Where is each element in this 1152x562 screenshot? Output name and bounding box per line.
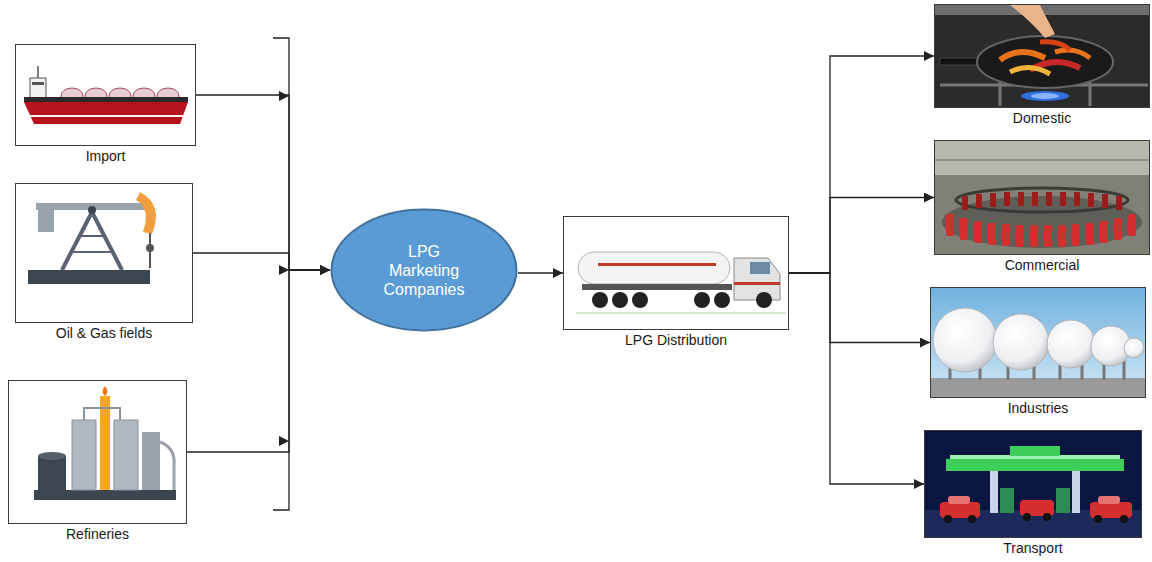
picture-frame — [934, 140, 1150, 255]
source-box: Oil & Gas fields — [15, 183, 193, 341]
storage-spheres-picture — [931, 288, 1145, 397]
picture-frame — [15, 183, 193, 323]
merge-bracket — [273, 38, 289, 510]
picture-frame — [934, 4, 1150, 108]
cooking-picture — [935, 5, 1149, 107]
consumer-box: Commercial — [934, 140, 1150, 273]
flow-arrow — [187, 270, 330, 452]
consumer-box: Transport — [924, 430, 1142, 556]
box-caption: Import — [11, 148, 200, 164]
box-caption: Commercial — [930, 257, 1152, 273]
flow-arrow — [193, 253, 330, 270]
circle-label: LPG Marketing Companies — [372, 242, 476, 299]
box-caption: Refineries — [4, 526, 191, 542]
ship-picture — [24, 66, 188, 124]
company-circle: LPG Marketing Companies — [330, 208, 518, 332]
box-caption: Domestic — [930, 110, 1152, 126]
box-caption: Transport — [920, 540, 1146, 556]
source-box: Refineries — [8, 380, 187, 542]
flow-arrow — [789, 56, 934, 273]
box-caption: LPG Distribution — [559, 332, 793, 348]
consumer-box: Domestic — [934, 4, 1150, 126]
picture-frame — [924, 430, 1142, 538]
tanker-truck-picture — [576, 252, 786, 314]
pump-jack-picture — [28, 192, 156, 284]
flow-arrow — [789, 198, 934, 274]
box-caption: Oil & Gas fields — [11, 325, 197, 341]
box-caption: Industries — [926, 400, 1150, 416]
filling-station-picture — [925, 431, 1141, 538]
refinery-picture — [34, 386, 176, 500]
bracket-arrowheads — [279, 91, 289, 446]
circle-shape — [332, 210, 517, 331]
flow-arrow — [789, 273, 930, 343]
flow-arrow — [196, 95, 330, 270]
picture-frame — [563, 216, 789, 330]
flow-arrow — [789, 273, 924, 484]
cylinder-carousel-picture — [935, 141, 1149, 254]
flow-arrow — [518, 272, 563, 273]
source-box: Import — [15, 44, 196, 164]
consumer-box: Industries — [930, 287, 1146, 416]
picture-frame — [930, 287, 1146, 398]
picture-frame — [8, 380, 187, 524]
picture-frame — [15, 44, 196, 146]
distribution-box: LPG Distribution — [563, 216, 789, 348]
